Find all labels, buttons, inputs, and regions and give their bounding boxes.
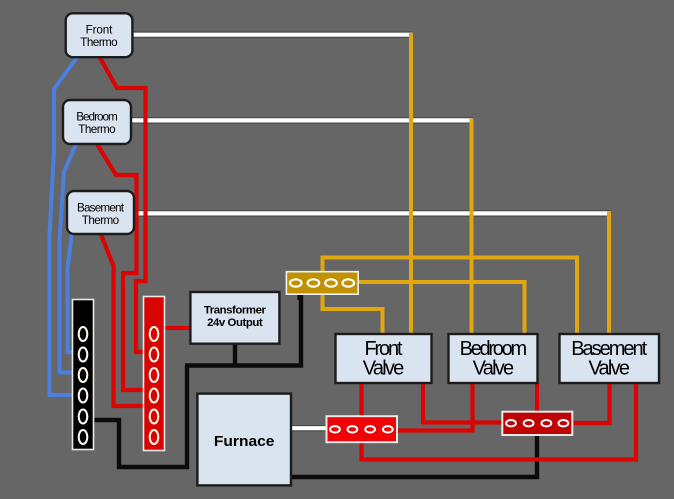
svg-text:Bedroom: Bedroom [460,338,528,360]
svg-text:Front: Front [365,338,403,360]
svg-text:Furnace: Furnace [214,433,275,450]
svg-text:Thermo: Thermo [78,123,116,136]
svg-text:24v Output: 24v Output [207,317,263,329]
svg-text:Valve: Valve [588,358,630,380]
svg-text:Thermo: Thermo [82,214,120,227]
svg-text:Front: Front [86,24,114,37]
svg-text:Basement: Basement [571,338,647,360]
svg-text:Valve: Valve [363,358,405,380]
svg-text:Basement: Basement [77,201,125,214]
svg-text:Transformer: Transformer [204,304,267,316]
svg-text:Valve: Valve [473,358,515,380]
svg-text:Thermo: Thermo [80,36,118,49]
svg-text:Bedroom: Bedroom [76,111,118,124]
